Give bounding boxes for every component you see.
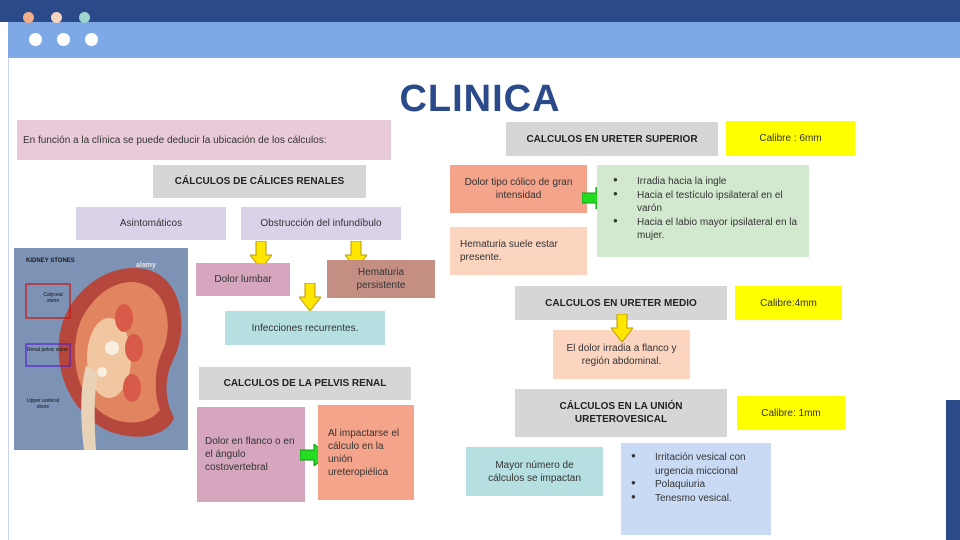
yellow-arrow-down-icon <box>299 283 321 311</box>
image-watermark: alamy <box>136 262 156 269</box>
image-header-label: KIDNEY STONES <box>26 258 75 264</box>
ureter-superior-hematuria: Hematuria suele estar presente. <box>450 227 587 275</box>
ureter-superior-heading: CALCULOS EN URETER SUPERIOR <box>506 122 718 156</box>
decor-dot-white-2 <box>57 33 70 46</box>
ureter-medio-calibre: Calibre:4mm <box>735 286 842 320</box>
union-symptoms-list: Irritación vesical con urgencia micciona… <box>621 443 771 535</box>
hematuria-persistente-box: Hematuria persistente <box>327 260 435 298</box>
union-heading: CÁLCULOS EN LA UNIÓN URETEROVESICAL <box>515 389 727 437</box>
ureter-superior-irradiation-list: Irradia hacia la ingle Hacia el testícul… <box>597 165 809 257</box>
dolor-lumbar-box: Dolor lumbar <box>196 263 290 296</box>
bullet-item: Tenesmo vesical. <box>625 492 765 506</box>
top-banner <box>0 0 960 22</box>
bullet-item: Hacia el labio mayor ipsilateral en la m… <box>607 216 799 243</box>
pelvis-impactarse-box: Al impactarse el cálculo en la unión ure… <box>318 405 414 500</box>
bullet-item: Irritación vesical con urgencia micciona… <box>625 451 765 478</box>
pelvis-renal-heading: CALCULOS DE LA PELVIS RENAL <box>199 367 411 400</box>
top-banner-light <box>8 22 960 58</box>
renal-pelvic-stone-label: Renal pelvic stone <box>27 347 68 353</box>
left-border-line <box>8 58 9 540</box>
intro-text: En función a la clínica se puede deducir… <box>17 120 391 160</box>
ureter-superior-dolor: Dolor tipo cólico de gran intensidad <box>450 165 587 213</box>
calyceal-stone-label: Calyceal stone <box>43 292 63 304</box>
bullet-item: Polaquiuria <box>625 478 765 492</box>
yellow-arrow-down-icon <box>611 314 633 342</box>
bullet-item: Hacia el testículo ipsilateral en el var… <box>607 189 799 216</box>
decor-dot-teal <box>79 12 90 23</box>
yellow-arrow-down-icon <box>250 241 272 269</box>
kidney-stones-image: KIDNEY STONES alamy Calyceal stone Renal… <box>14 248 188 450</box>
decor-dot-white-3 <box>85 33 98 46</box>
obstruccion-box: Obstrucción del infundíbulo <box>241 207 401 240</box>
decor-dot-white-1 <box>29 33 42 46</box>
page-title: CLINICA <box>399 78 561 120</box>
renal-calices-heading: CÁLCULOS DE CÁLICES RENALES <box>153 165 366 198</box>
union-mayor-numero: Mayor número de cálculos se impactan <box>466 447 603 496</box>
ureter-superior-calibre: Calibre : 6mm <box>726 121 855 156</box>
decor-dot-peach <box>51 12 62 23</box>
bullet-item: Irradia hacia la ingle <box>607 175 799 189</box>
upper-ureteral-stone-label: Upper ureteral stone <box>27 398 59 410</box>
right-accent-bar <box>946 400 960 540</box>
kidney-illustration <box>14 248 188 450</box>
asintomaticos-box: Asintomáticos <box>76 207 226 240</box>
infecciones-box: Infecciones recurrentes. <box>225 311 385 345</box>
pelvis-dolor-box: Dolor en flanco o en el ángulo costovert… <box>197 407 305 502</box>
union-calibre: Calibre: 1mm <box>737 396 845 430</box>
decor-dot-orange <box>23 12 34 23</box>
